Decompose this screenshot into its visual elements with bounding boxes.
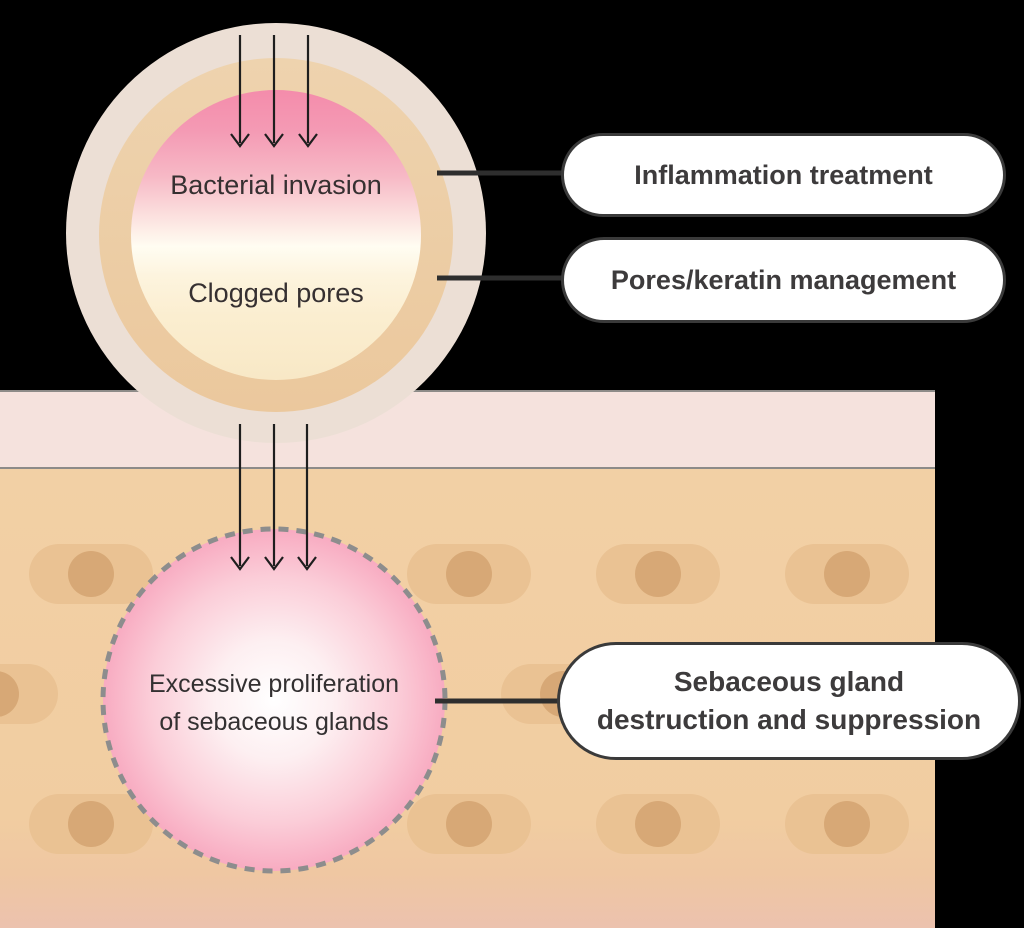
cell-nucleus [446, 551, 492, 597]
cell-nucleus [446, 801, 492, 847]
skin-cell [785, 544, 909, 604]
gland-label-line1: Excessive proliferation [148, 670, 400, 698]
cell-nucleus [68, 551, 114, 597]
cell-nucleus [68, 801, 114, 847]
clogged-pores-label: Clogged pores [188, 278, 364, 308]
skin-cell [407, 794, 531, 854]
skin-cell [407, 544, 531, 604]
skin-cell [29, 544, 153, 604]
epidermis-band [0, 390, 935, 469]
cell-nucleus [635, 551, 681, 597]
skin-cell [596, 794, 720, 854]
gland-label: Excessive proliferation of sebaceous gla… [74, 665, 474, 741]
cell-nucleus [824, 801, 870, 847]
skin-cell [596, 544, 720, 604]
sebaceous-gland-destruction-pill: Sebaceous gland destruction and suppress… [557, 642, 1021, 760]
gland-label-line2: of sebaceous glands [159, 708, 389, 736]
skin-cell [785, 794, 909, 854]
pore-inner-circle: Bacterial invasion Clogged pores [131, 90, 421, 380]
pores-keratin-management-label: Pores/keratin management [610, 264, 957, 295]
pores-keratin-management-pill: Pores/keratin management [561, 237, 1006, 323]
cell-nucleus [824, 551, 870, 597]
cell-nucleus [0, 671, 19, 717]
skin-cell [0, 664, 58, 724]
skin-cell [29, 794, 153, 854]
sebaceous-destruction-label-line1: Sebaceous gland [673, 666, 905, 697]
bacterial-invasion-label: Bacterial invasion [170, 170, 382, 200]
sebaceous-destruction-label-line2: destruction and suppression [596, 704, 982, 735]
inflammation-treatment-label: Inflammation treatment [634, 159, 933, 190]
cell-nucleus [635, 801, 681, 847]
inflammation-treatment-pill: Inflammation treatment [561, 133, 1006, 217]
